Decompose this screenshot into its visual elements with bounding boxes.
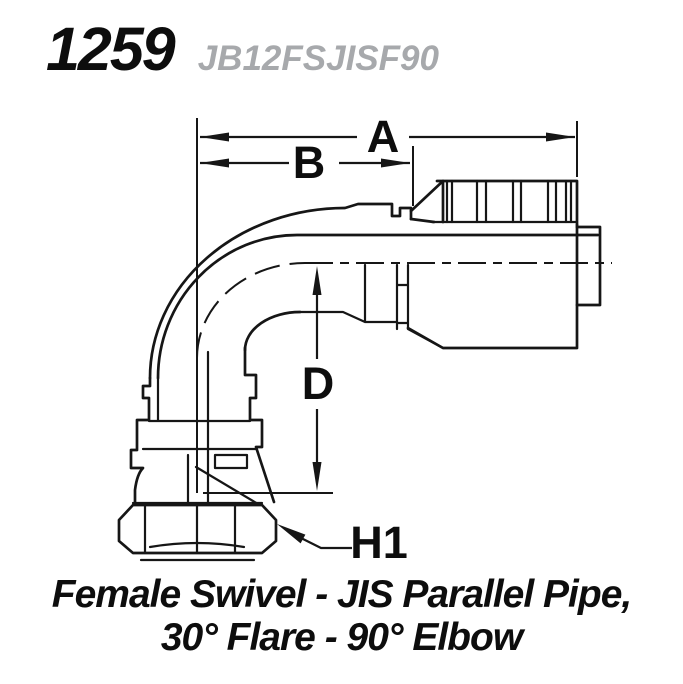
arrow-upleft-icon — [277, 524, 306, 544]
dim-label-d: D — [302, 358, 335, 409]
arrow-down-icon — [312, 462, 322, 491]
nut-bottom-arc — [148, 541, 246, 549]
socket-right-and-bottom — [406, 223, 579, 350]
catalog-number: 1259 — [46, 15, 176, 83]
inner-bend-arc — [243, 310, 302, 352]
leg-bore-lines — [186, 350, 210, 505]
extension-lines — [196, 118, 578, 494]
dim-label-h1: H1 — [350, 517, 408, 568]
part-code: JB12FSJISF90 — [197, 39, 439, 78]
dim-label-a: A — [367, 111, 400, 162]
tube-bottom-details — [298, 263, 445, 350]
cone-taper — [409, 179, 445, 224]
caption: Female Swivel - JIS Parallel Pipe, 30° F… — [0, 573, 683, 660]
serration-slots — [445, 179, 573, 224]
inner-bend-and-ferrule-line — [156, 233, 600, 380]
end-ring-cap — [575, 225, 602, 307]
leader-h1: H1 — [277, 517, 408, 568]
dim-label-b: B — [293, 137, 326, 188]
seat-taper-edge — [194, 465, 260, 506]
dimension-a: A — [200, 111, 575, 162]
arrow-right-icon — [381, 158, 410, 168]
leg-joint-lines — [131, 419, 264, 505]
caption-line-1: Female Swivel - JIS Parallel Pipe, — [51, 573, 632, 616]
arrow-left-icon — [200, 158, 229, 168]
leg-left-profile — [129, 376, 152, 505]
bend-centerline-arc — [196, 262, 306, 359]
arrow-up-icon — [312, 266, 322, 295]
caption-line-2: 30° Flare - 90° Elbow — [160, 615, 523, 659]
outer-bend-and-tube-top — [148, 202, 413, 380]
header: 1259 JB12FSJISF90 — [46, 14, 439, 84]
serrated-collar-top — [435, 179, 579, 227]
leg-band-detail — [213, 453, 249, 470]
arrow-right-icon — [546, 132, 575, 142]
swivel-nut-hex — [117, 503, 278, 555]
dimension-d: D — [302, 266, 335, 491]
arrow-left-icon — [200, 132, 229, 142]
leg-right-profile — [243, 346, 276, 504]
centerlines — [196, 262, 612, 359]
dimension-b: B — [200, 137, 410, 188]
elbow-fitting-body — [117, 179, 602, 562]
